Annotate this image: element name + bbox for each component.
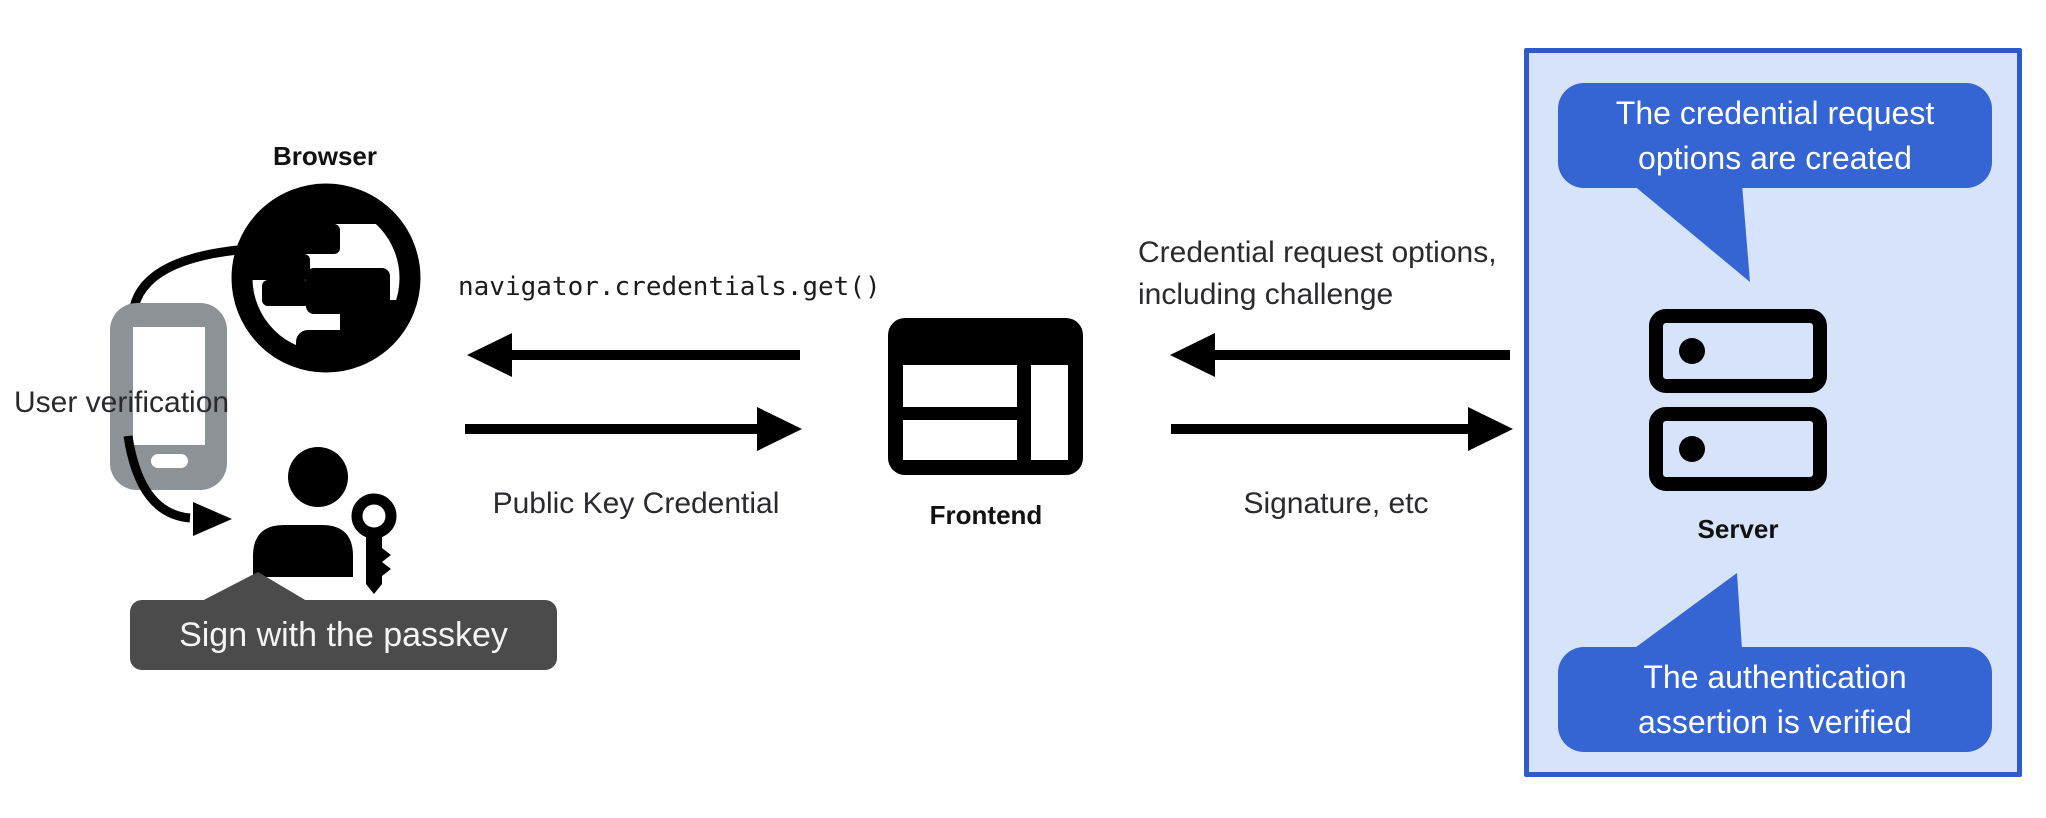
api-call-label: navigator.credentials.get()	[458, 272, 881, 302]
arrow-frontend-to-server	[1171, 407, 1513, 451]
passkey-tooltip-text: Sign with the passkey	[179, 615, 508, 654]
curved-arrow-phone-to-user	[123, 435, 232, 536]
key-icon	[351, 493, 397, 594]
server-label: Server	[1697, 514, 1779, 544]
public-key-credential-label: Public Key Credential	[492, 487, 780, 520]
signature-label: Signature, etc	[1243, 487, 1429, 520]
browser-label: Browser	[272, 141, 378, 171]
phone-icon	[110, 303, 227, 490]
credential-request-line1: Credential request options,	[1138, 236, 1497, 269]
credential-request-line2: including challenge	[1138, 278, 1394, 311]
bubble-bottom-tail	[1632, 573, 1742, 650]
tooltip-pointer	[196, 572, 312, 604]
assertion-verified-bubble: The authentication assertion is verified	[1558, 647, 1992, 752]
credential-options-bubble: The credential request options are creat…	[1558, 83, 1992, 188]
arrow-server-to-frontend	[1170, 333, 1510, 377]
user-verification-label: User verification	[14, 386, 230, 419]
credential-request-label: Credential request options, including ch…	[1138, 232, 1497, 316]
arrow-browser-to-frontend	[465, 407, 802, 451]
browser-window-icon	[888, 318, 1083, 475]
arrow-frontend-to-browser	[467, 333, 800, 377]
credential-options-bubble-line1: The credential request	[1615, 94, 1935, 131]
passkey-tooltip: Sign with the passkey	[130, 600, 557, 670]
globe-icon	[231, 183, 421, 373]
assertion-verified-bubble-line1: The authentication	[1643, 658, 1907, 695]
frontend-label: Frontend	[929, 500, 1043, 530]
user-icon	[253, 447, 353, 577]
server-stack-icon	[1649, 309, 1827, 491]
assertion-verified-bubble-line2: assertion is verified	[1638, 703, 1912, 740]
credential-options-bubble-line2: options are created	[1638, 139, 1912, 176]
bubble-top-tail	[1632, 184, 1750, 282]
